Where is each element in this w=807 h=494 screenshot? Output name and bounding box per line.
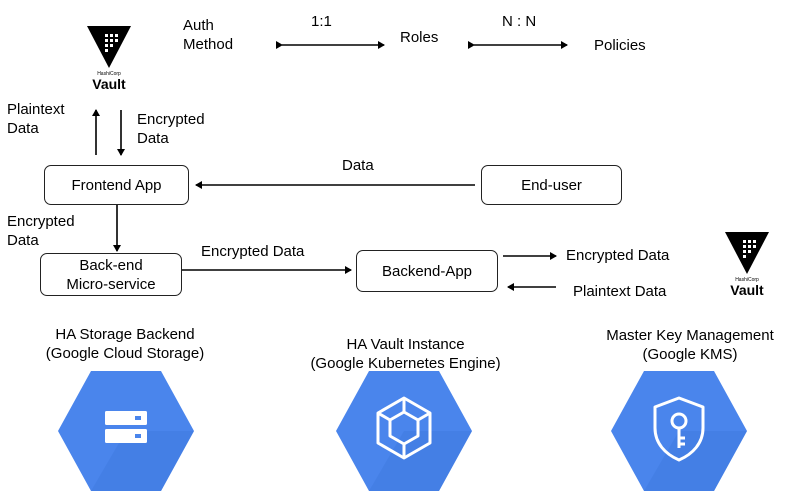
key-management-title: Master Key Management (Google KMS) [606,327,774,363]
vault-logo-brand: HashiCorp [735,277,759,283]
vault-logo: HashiCorp Vault [84,24,134,99]
vault-logo-right: HashiCorp Vault [722,230,772,305]
plaintext-data-label-right: Plaintext Data [573,283,667,300]
plaintext-data-label: Plaintext Data [7,101,65,137]
storage-hexagon [58,371,194,491]
ratio-n-n-label: N : N [502,13,537,30]
encrypted-data-label-mid: Encrypted Data [201,243,305,260]
encrypted-data-label-left: Encrypted Data [7,213,75,249]
kubernetes-engine-icon [376,396,432,460]
connector-lines [92,41,568,291]
storage-icon [105,411,147,443]
backend-microservice-box: Back-end Micro-service [40,253,182,296]
encrypted-data-label-top: Encrypted Data [137,111,205,147]
end-user-box: End-user [481,165,622,205]
roles-label: Roles [400,29,439,46]
vault-logo-name: Vault [730,282,764,298]
vault-instance-title: HA Vault Instance (Google Kubernetes Eng… [310,336,501,372]
auth-method-label: Auth Method [183,17,234,53]
vault-triangle-icon [87,26,131,68]
key-management-icon [653,396,705,462]
encrypted-data-label-right: Encrypted Data [566,247,670,264]
kubernetes-hexagon [336,371,472,491]
vault-logo-name: Vault [92,76,126,92]
frontend-app-box: Frontend App [44,165,189,205]
storage-backend-title: HA Storage Backend (Google Cloud Storage… [45,326,205,362]
kms-hexagon [611,371,747,491]
data-label: Data [342,157,374,174]
backend-app-box: Backend-App [356,250,498,292]
vault-logo-brand: HashiCorp [97,71,121,77]
vault-triangle-icon [725,232,769,274]
policies-label: Policies [594,37,646,54]
ratio-1-1-label: 1:1 [311,13,332,30]
